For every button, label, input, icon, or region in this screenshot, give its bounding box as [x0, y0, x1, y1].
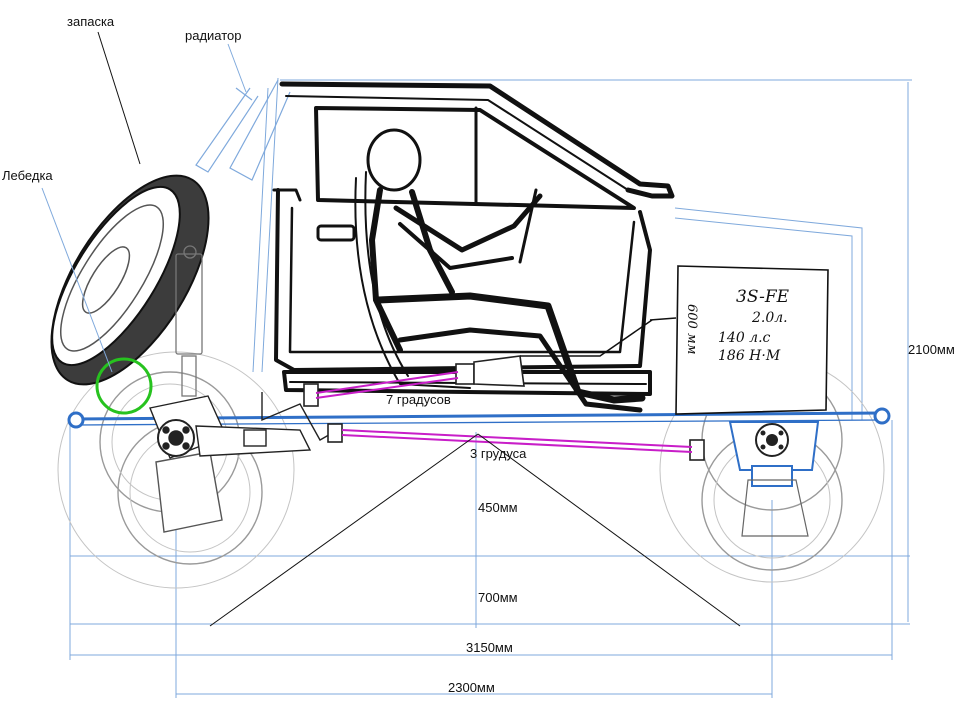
driver-figure: [354, 128, 646, 413]
engine-power: 140 л.с: [718, 330, 771, 346]
clearance-triangle: [209, 433, 741, 627]
gearbox: [303, 355, 705, 461]
car-body: [272, 81, 675, 396]
dim-clearance: 450мм: [478, 500, 518, 515]
winch-circle: [95, 357, 153, 415]
spare-tire: [50, 174, 210, 386]
radiator-frame: [195, 79, 291, 181]
dim-wheel-height: 700мм: [478, 590, 518, 605]
drive-shafts: [315, 371, 693, 453]
dim-wheelbase: 2300мм: [448, 680, 495, 695]
label-angle-top: 7 градусов: [386, 392, 451, 407]
label-winch: Лебедка: [2, 168, 53, 183]
engine-length: 600 мм: [684, 304, 699, 355]
engine-model: 3S-FE: [736, 287, 790, 307]
engine-box: [520, 265, 829, 415]
engine-displacement: 2.0л.: [751, 310, 788, 326]
label-radiator: радиатор: [185, 28, 242, 43]
dim-overall-length: 3150мм: [466, 640, 513, 655]
label-angle-bottom: 3 грудуса: [470, 446, 527, 461]
rear-shock: [175, 245, 203, 397]
leader-lines: [41, 31, 247, 373]
engine-torque: 186 Н·М: [718, 348, 781, 364]
rear-axle: [149, 392, 335, 533]
label-spare-tire: запаска: [67, 14, 115, 29]
dimension-lines: [69, 77, 912, 698]
front-axle: [728, 421, 820, 537]
dim-height: 2100мм: [908, 342, 955, 357]
